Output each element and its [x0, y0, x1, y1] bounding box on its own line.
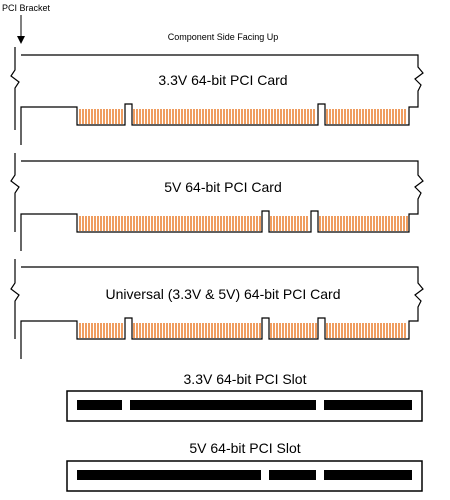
- card-universal-contacts: [79, 323, 406, 338]
- pci-bracket-label: PCI Bracket: [2, 3, 51, 13]
- card-5v-outline: [20, 160, 424, 251]
- card-3v3: 3.3V 64-bit PCI Card: [10, 47, 424, 145]
- card-3v3-bracket: [10, 47, 20, 130]
- card-5v-contacts: [79, 216, 408, 231]
- card-3v3-outline: [20, 54, 424, 145]
- slot-5v-segment: [77, 470, 261, 480]
- slot-3v3: 3.3V 64-bit PCI Slot: [66, 371, 423, 422]
- slot-5v-segment: [324, 470, 412, 480]
- bracket-arrow-icon: [17, 15, 25, 44]
- card-3v3-contacts: [79, 109, 406, 124]
- card-universal-outline: [20, 266, 424, 359]
- card-universal-title: Universal (3.3V & 5V) 64-bit PCI Card: [106, 286, 341, 302]
- card-5v: 5V 64-bit PCI Card: [10, 153, 424, 251]
- card-universal-bracket: [10, 259, 20, 339]
- card-3v3-title: 3.3V 64-bit PCI Card: [158, 72, 287, 88]
- slot-5v-title: 5V 64-bit PCI Slot: [189, 440, 300, 456]
- slot-5v-segment: [269, 470, 316, 480]
- slot-3v3-segment: [324, 400, 412, 410]
- card-5v-bracket: [10, 153, 20, 232]
- slot-3v3-title: 3.3V 64-bit PCI Slot: [184, 371, 307, 387]
- slot-3v3-segment: [130, 400, 316, 410]
- orientation-label: Component Side Facing Up: [168, 32, 279, 42]
- card-5v-title: 5V 64-bit PCI Card: [164, 179, 282, 195]
- card-universal: Universal (3.3V & 5V) 64-bit PCI Card: [10, 259, 424, 359]
- slot-5v: 5V 64-bit PCI Slot: [66, 440, 423, 492]
- slot-3v3-segment: [77, 400, 122, 410]
